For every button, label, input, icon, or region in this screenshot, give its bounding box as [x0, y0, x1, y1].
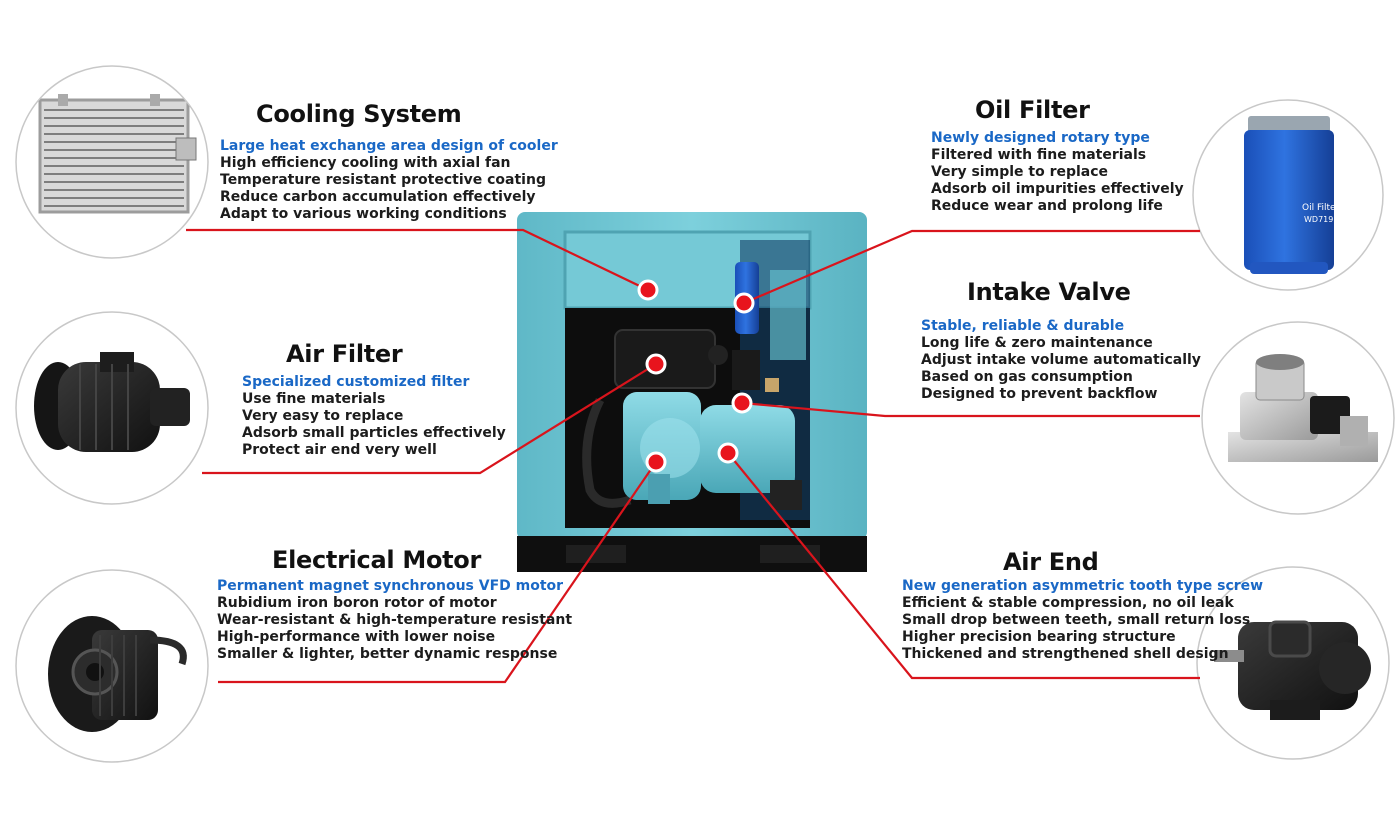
feature-line: Adapt to various working conditions	[220, 206, 507, 222]
electrical-motor-subtitle: Permanent magnet synchronous VFD motor	[217, 578, 564, 594]
air-end-features: Efficient & stable compression, no oil l…	[902, 595, 1263, 663]
oil-filter-label-brand: Oil Filter	[1302, 203, 1340, 213]
feature-line: Designed to prevent backflow	[921, 386, 1158, 402]
cooling-system-features: High efficiency cooling with axial fan T…	[220, 155, 558, 223]
air-filter-subtitle: Specialized customized filter	[242, 374, 470, 390]
oil-filter-block: Oil Filter Newly designed rotary type Fi…	[931, 96, 1184, 215]
feature-line: Reduce wear and prolong life	[931, 198, 1163, 214]
feature-line: Based on gas consumption	[921, 369, 1133, 385]
electrical-motor-features: Rubidium iron boron rotor of motor Wear-…	[217, 595, 572, 663]
air-end-thumbnail	[1196, 566, 1390, 760]
feature-line: Thickened and strengthened shell design	[902, 646, 1229, 662]
feature-line: Use fine materials	[242, 391, 386, 407]
air-filter-block: Air Filter Specialized customized filter…	[242, 340, 506, 459]
oil-filter-label-model: WD719	[1304, 215, 1333, 224]
marker-dots	[637, 279, 755, 473]
cooling-system-block: Cooling System Large heat exchange area …	[220, 100, 558, 223]
feature-line: Long life & zero maintenance	[921, 335, 1153, 351]
feature-line: Wear-resistant & high-temperature resist…	[217, 612, 573, 628]
air-filter-features: Use fine materials Very easy to replace …	[242, 391, 506, 459]
intake-valve-features: Long life & zero maintenance Adjust inta…	[921, 335, 1201, 403]
feature-line: Very simple to replace	[931, 164, 1109, 180]
oil-filter-features: Filtered with fine materials Very simple…	[931, 147, 1184, 215]
air-filter-thumbnail	[15, 311, 209, 505]
intake-valve-title: Intake Valve	[967, 278, 1131, 306]
feature-line: Rubidium iron boron rotor of motor	[217, 595, 497, 611]
cooler-thumbnail	[15, 65, 209, 259]
feature-line: Very easy to replace	[242, 408, 404, 424]
feature-line: Small drop between teeth, small return l…	[902, 612, 1251, 628]
oil-filter-thumbnail: Oil Filter WD719	[1192, 99, 1384, 291]
feature-line: Smaller & lighter, better dynamic respon…	[217, 646, 558, 662]
electrical-motor-title: Electrical Motor	[272, 546, 482, 574]
compressor-unit	[517, 212, 867, 572]
air-end-block: Air End New generation asymmetric tooth …	[902, 548, 1263, 663]
feature-line: Adsorb oil impurities effectively	[931, 181, 1184, 197]
feature-line: Filtered with fine materials	[931, 147, 1147, 163]
intake-valve-thumbnail	[1201, 321, 1395, 515]
intake-valve-subtitle: Stable, reliable & durable	[921, 318, 1125, 334]
feature-line: Higher precision bearing structure	[902, 629, 1176, 645]
callout-lines	[186, 228, 1200, 684]
oil-filter-title: Oil Filter	[975, 96, 1090, 124]
feature-line: Adjust intake volume automatically	[921, 352, 1201, 368]
motor-thumbnail	[15, 569, 209, 763]
air-filter-title: Air Filter	[286, 340, 403, 368]
feature-line: Adsorb small particles effectively	[242, 425, 506, 441]
feature-line: High-performance with lower noise	[217, 629, 496, 645]
air-end-title: Air End	[1003, 548, 1099, 576]
cooling-system-subtitle: Large heat exchange area design of coole…	[220, 138, 558, 154]
intake-valve-block: Intake Valve Stable, reliable & durable …	[921, 278, 1201, 403]
electrical-motor-block: Electrical Motor Permanent magnet synchr…	[217, 546, 572, 663]
feature-line: Protect air end very well	[242, 442, 437, 458]
air-end-subtitle: New generation asymmetric tooth type scr…	[902, 578, 1264, 594]
feature-line: Efficient & stable compression, no oil l…	[902, 595, 1234, 611]
oil-filter-subtitle: Newly designed rotary type	[931, 130, 1150, 146]
feature-line: Reduce carbon accumulation effectively	[220, 189, 536, 205]
feature-line: Temperature resistant protective coating	[220, 172, 546, 188]
feature-line: High efficiency cooling with axial fan	[220, 155, 511, 171]
cooling-system-title: Cooling System	[256, 100, 462, 128]
